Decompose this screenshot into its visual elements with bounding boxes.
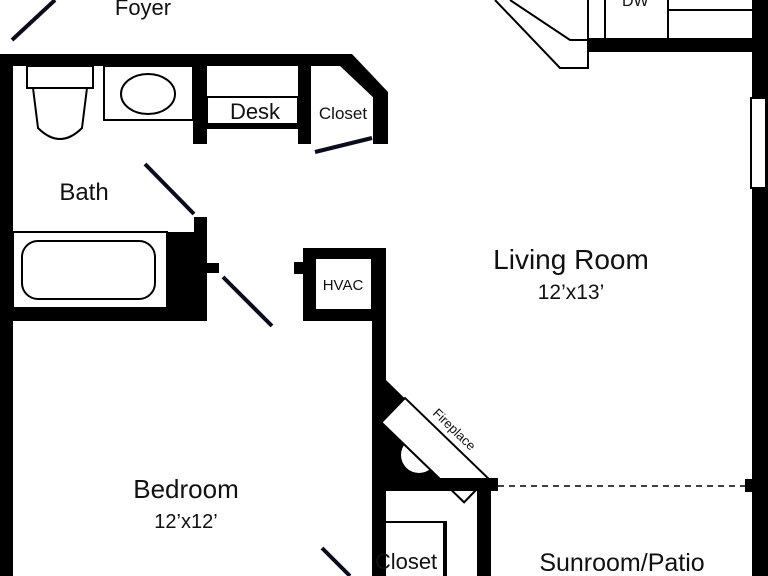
closet-bottom-label: Closet	[375, 549, 437, 574]
closet-top-label: Closet	[319, 104, 367, 123]
kitchen-wall	[588, 38, 752, 52]
bath-label: Bath	[59, 179, 108, 206]
sink	[103, 65, 194, 121]
bath-bottom-wall	[0, 308, 207, 321]
living-room-label: Living Room	[493, 244, 649, 275]
desk-label: Desk	[230, 99, 281, 124]
bedroom-living-wall	[372, 321, 386, 576]
hvac-stub	[294, 262, 306, 274]
bedroom-dimensions: 12’x12’	[154, 511, 217, 533]
desk-bottom-wall	[193, 124, 311, 129]
closet-angled-wall	[340, 54, 388, 100]
hvac-unit	[314, 257, 373, 311]
living-room-dimensions: 12’x13’	[538, 281, 605, 304]
fireplace	[379, 380, 490, 504]
bath-door-stop-lower	[207, 263, 219, 273]
bath-door	[143, 162, 196, 216]
kitchen-counter-inner	[509, 0, 588, 41]
sunroom-left-wall	[477, 478, 491, 576]
bath-door-stop-upper	[194, 217, 207, 237]
closet-bottom-divider	[443, 522, 447, 576]
desk-closet-divider	[298, 66, 311, 144]
hvac-label: HVAC	[323, 277, 364, 294]
top-interior-wall	[0, 54, 345, 66]
bath-door-jamb	[167, 232, 207, 321]
sunroom-label: Sunroom/Patio	[539, 549, 704, 576]
window	[750, 97, 767, 189]
bedroom-door	[221, 275, 274, 328]
sunroom-top-wall	[372, 478, 498, 491]
dishwasher-label: DW	[622, 0, 650, 10]
bedroom-label: Bedroom	[133, 474, 239, 504]
toilet	[26, 65, 94, 140]
sink-desk-divider	[193, 66, 207, 144]
desk-counter	[206, 96, 299, 125]
sunroom-right-stub	[745, 479, 755, 492]
bathtub	[12, 231, 168, 309]
kitchen-counter-edge	[494, 0, 589, 69]
foyer-label: Foyer	[115, 0, 171, 20]
bedroom-closet-door	[320, 546, 352, 576]
closet-door	[314, 136, 373, 154]
closet-right-wall	[373, 92, 388, 144]
foyer-door	[10, 0, 57, 42]
